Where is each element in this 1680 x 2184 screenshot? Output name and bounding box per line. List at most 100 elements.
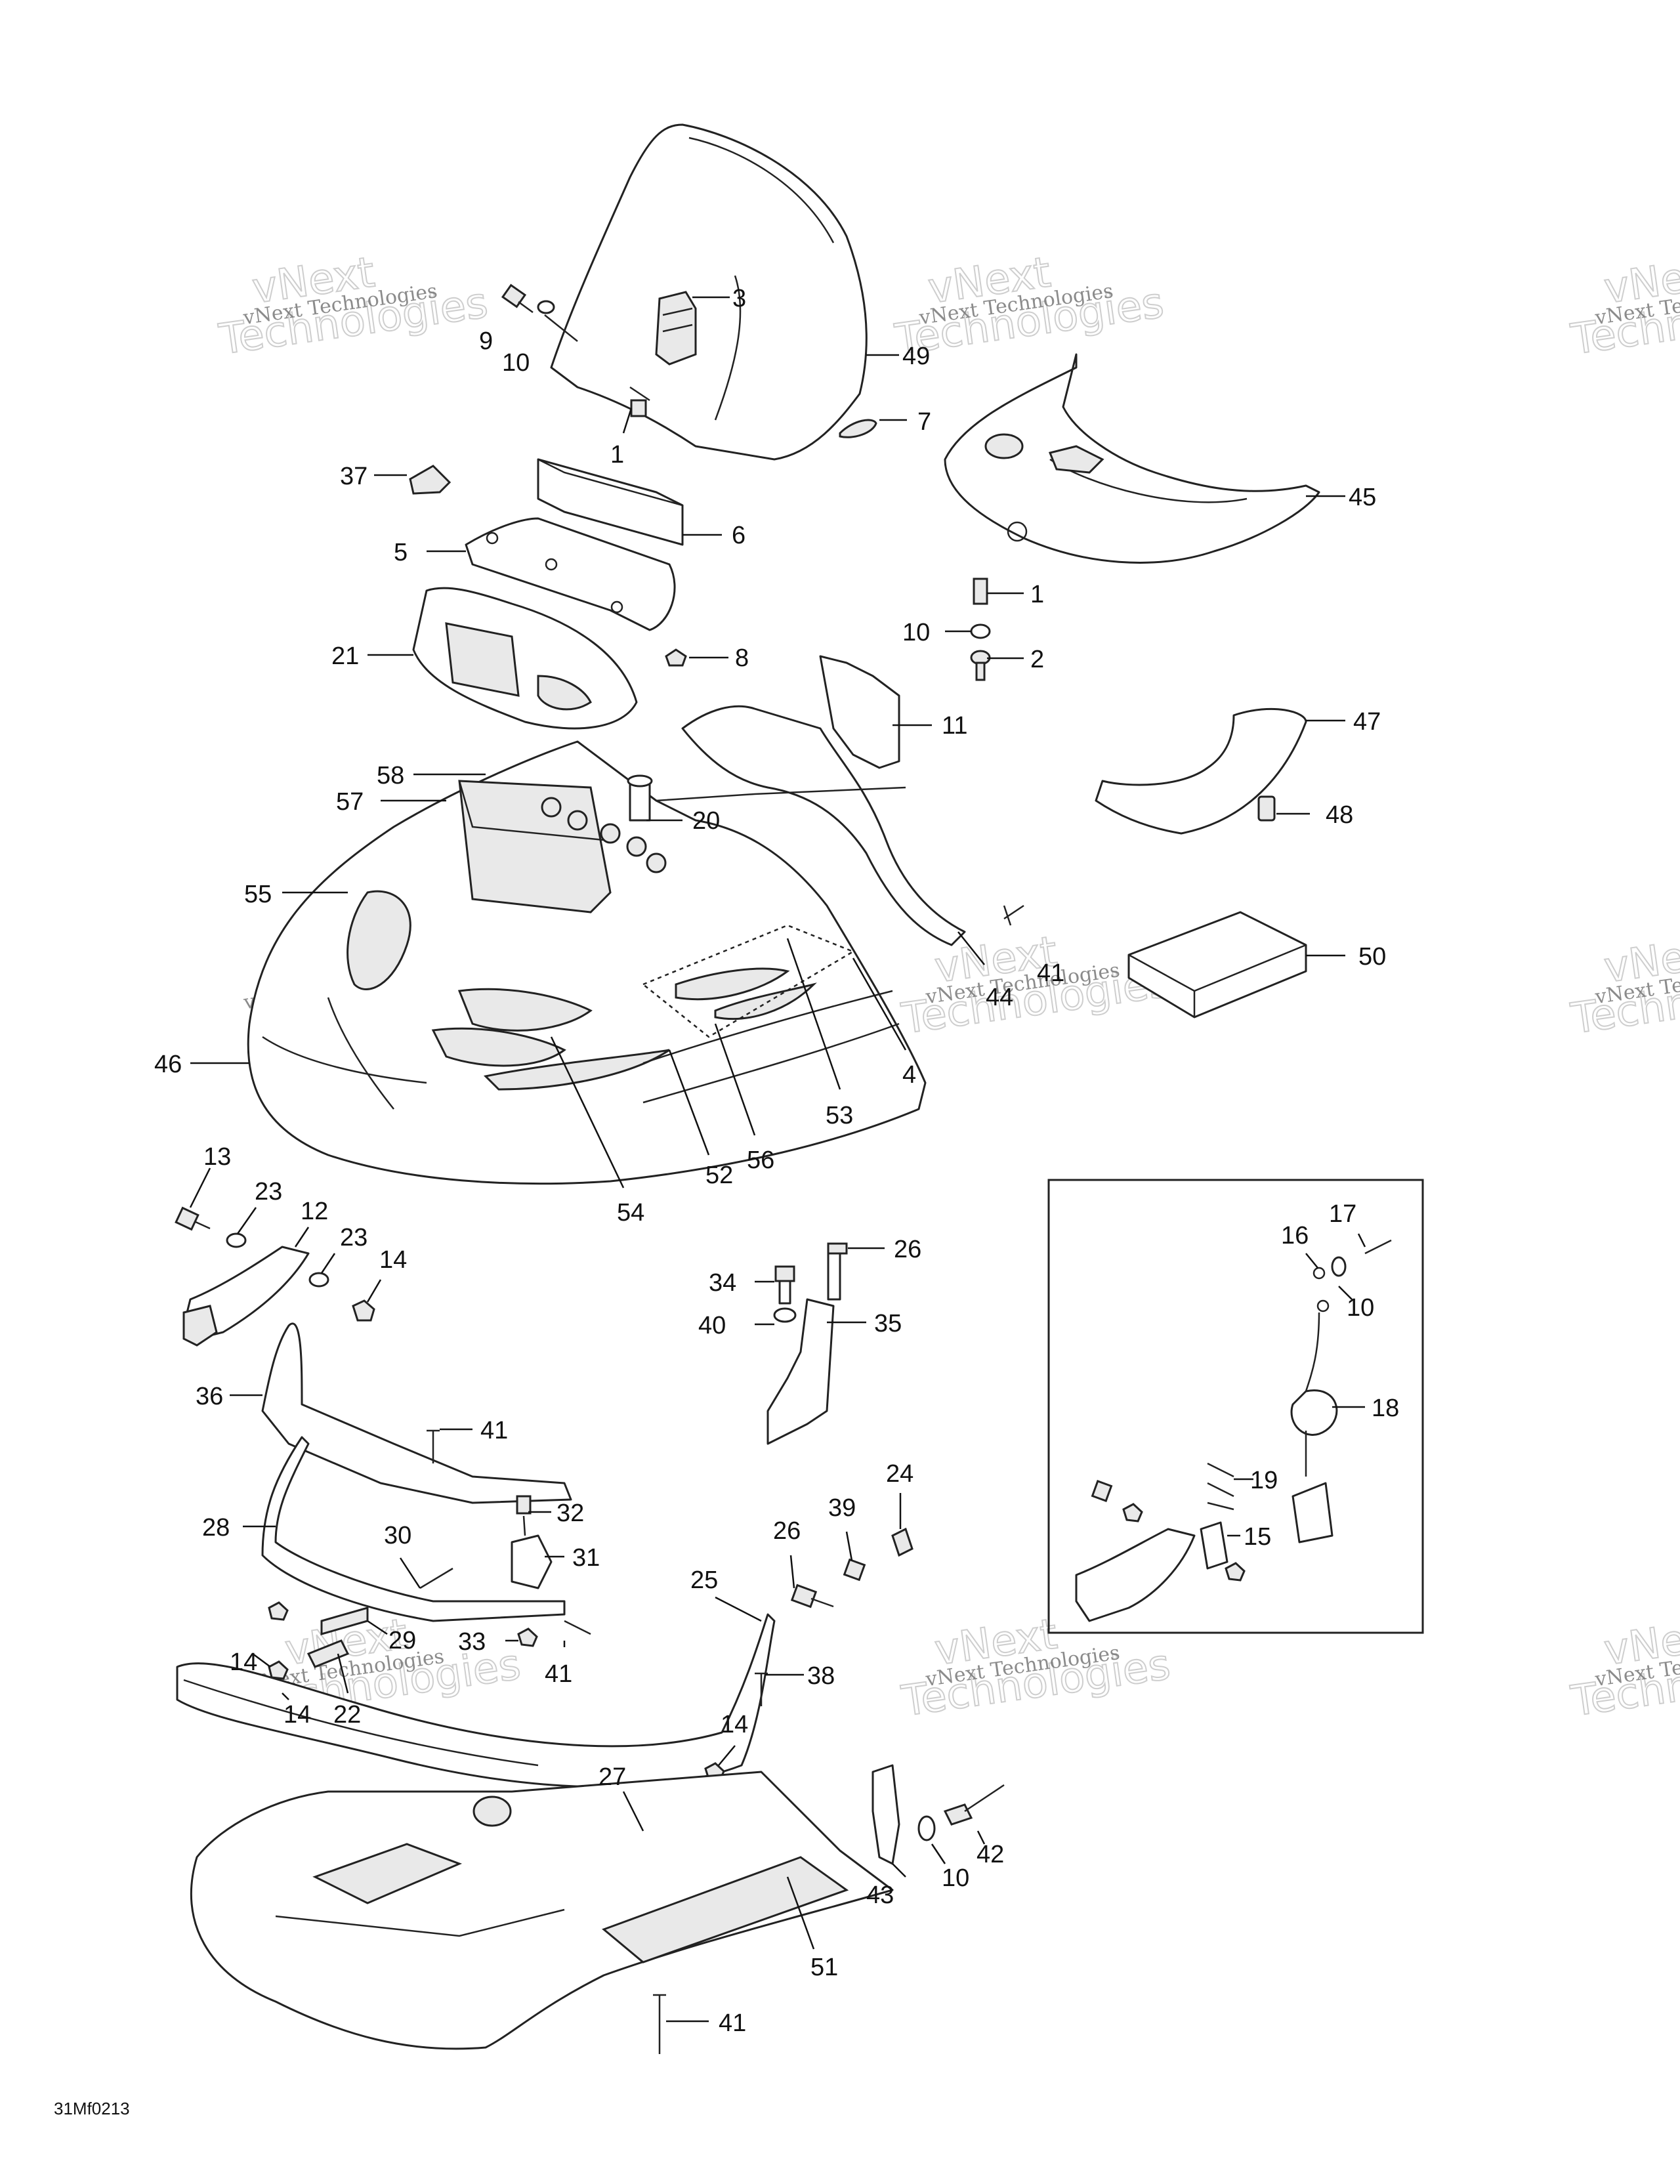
callout-3: 3 <box>732 285 746 312</box>
rivet-part <box>427 904 1024 1463</box>
gauge-housing-part <box>412 587 638 730</box>
callout-31: 31 <box>572 1544 600 1572</box>
left-bracket-hardware <box>175 1206 375 1347</box>
callout-14: 14 <box>379 1246 407 1274</box>
callout-6: 6 <box>732 522 746 549</box>
foam-pad-part <box>1127 911 1307 1018</box>
callout-54: 54 <box>617 1199 644 1227</box>
callout-leaders <box>189 296 1366 2023</box>
callout-58: 58 <box>377 762 404 789</box>
callout-10-inset: 10 <box>1347 1294 1374 1322</box>
callout-55: 55 <box>244 881 272 908</box>
callout-45: 45 <box>1349 484 1376 511</box>
callout-10-c: 10 <box>942 1864 969 1892</box>
pad-part <box>537 458 684 546</box>
callout-26-b: 26 <box>773 1517 801 1545</box>
belly-pan-part <box>190 1771 894 2050</box>
callout-30: 30 <box>384 1522 411 1549</box>
callout-50: 50 <box>1358 943 1386 971</box>
callout-44: 44 <box>986 984 1013 1011</box>
callout-8: 8 <box>735 644 749 672</box>
center-bracket-part <box>766 1242 848 1445</box>
callout-9: 9 <box>479 327 493 355</box>
windshield-part <box>550 123 868 461</box>
callout-36: 36 <box>196 1383 223 1410</box>
callout-22: 22 <box>333 1701 361 1729</box>
bracket-part <box>819 655 900 769</box>
cover-part <box>465 517 676 631</box>
callout-14-b: 14 <box>230 1648 257 1676</box>
callout-1: 1 <box>610 441 624 469</box>
callout-39: 39 <box>828 1494 856 1522</box>
callout-27: 27 <box>598 1763 626 1791</box>
callout-42: 42 <box>976 1841 1004 1868</box>
rivet-part <box>755 1672 768 1706</box>
callout-48: 48 <box>1326 801 1353 829</box>
small-clip-part <box>409 465 452 495</box>
callout-46: 46 <box>154 1051 182 1078</box>
callout-26: 26 <box>894 1236 921 1263</box>
callout-28: 28 <box>202 1514 230 1542</box>
callout-47: 47 <box>1353 708 1381 736</box>
callout-57: 57 <box>336 788 364 816</box>
lower-console-part <box>944 353 1320 564</box>
callout-35: 35 <box>874 1310 902 1337</box>
callout-15: 15 <box>1244 1523 1271 1551</box>
post-part <box>627 774 653 822</box>
callout-19: 19 <box>1250 1467 1278 1494</box>
callout-49: 49 <box>902 343 930 370</box>
callout-25: 25 <box>690 1566 718 1594</box>
callout-5: 5 <box>394 539 408 566</box>
windshield-clip-part <box>655 291 697 366</box>
bumper-rail-part <box>261 1436 566 1622</box>
callout-16: 16 <box>1281 1222 1309 1250</box>
callout-1-right: 1 <box>1030 581 1044 608</box>
side-trim-part <box>681 705 966 946</box>
callout-41-bottom: 41 <box>719 2009 746 2037</box>
right-bracket-hardware <box>872 1764 1005 1865</box>
bolt-part <box>629 386 650 417</box>
callout-14-d: 14 <box>721 1711 748 1738</box>
callout-52: 52 <box>705 1162 733 1189</box>
screw-part <box>501 284 578 342</box>
callout-51: 51 <box>810 1954 838 1981</box>
callout-33: 33 <box>458 1628 486 1656</box>
callout-41-b: 41 <box>545 1660 572 1688</box>
rivet-part <box>653 1994 666 2054</box>
screw-part <box>1257 795 1276 822</box>
clip-part <box>839 419 877 438</box>
callout-38: 38 <box>807 1662 835 1690</box>
callout-40: 40 <box>698 1312 726 1339</box>
callout-32: 32 <box>556 1500 584 1527</box>
callout-17: 17 <box>1329 1200 1356 1228</box>
callout-2: 2 <box>1030 646 1044 673</box>
callout-14-c: 14 <box>284 1701 311 1729</box>
callout-7: 7 <box>917 408 931 436</box>
inset-parts <box>1075 1239 1392 1622</box>
callout-23-b: 23 <box>340 1224 368 1251</box>
callout-56: 56 <box>747 1146 774 1174</box>
callout-4: 4 <box>902 1061 916 1089</box>
callout-12: 12 <box>301 1198 328 1225</box>
callout-11: 11 <box>942 712 967 740</box>
mount-hardware <box>511 1495 553 1647</box>
callout-34: 34 <box>709 1269 736 1297</box>
callout-21: 21 <box>331 642 359 670</box>
bumper-hardware <box>790 1527 914 1608</box>
callout-43: 43 <box>866 1881 894 1909</box>
callout-41-right: 41 <box>1037 959 1064 987</box>
side-panel-part <box>1095 707 1307 835</box>
callout-23: 23 <box>255 1178 282 1206</box>
bumper-bracket-part <box>261 1322 572 1504</box>
callouts: 9 10 3 49 1 7 45 37 6 5 1 10 2 21 8 11 4… <box>154 285 1399 2037</box>
detail-inset-box <box>1047 1179 1424 1634</box>
fastener-stack <box>970 578 991 681</box>
callout-37: 37 <box>340 463 368 490</box>
callout-18: 18 <box>1372 1395 1399 1422</box>
figure-code: 31Mf0213 <box>54 2099 130 2118</box>
rivet-part <box>419 1567 591 1635</box>
callout-10-right: 10 <box>902 619 930 646</box>
callout-24: 24 <box>886 1460 914 1488</box>
hood-part <box>247 740 927 1185</box>
callout-20: 20 <box>692 807 720 835</box>
